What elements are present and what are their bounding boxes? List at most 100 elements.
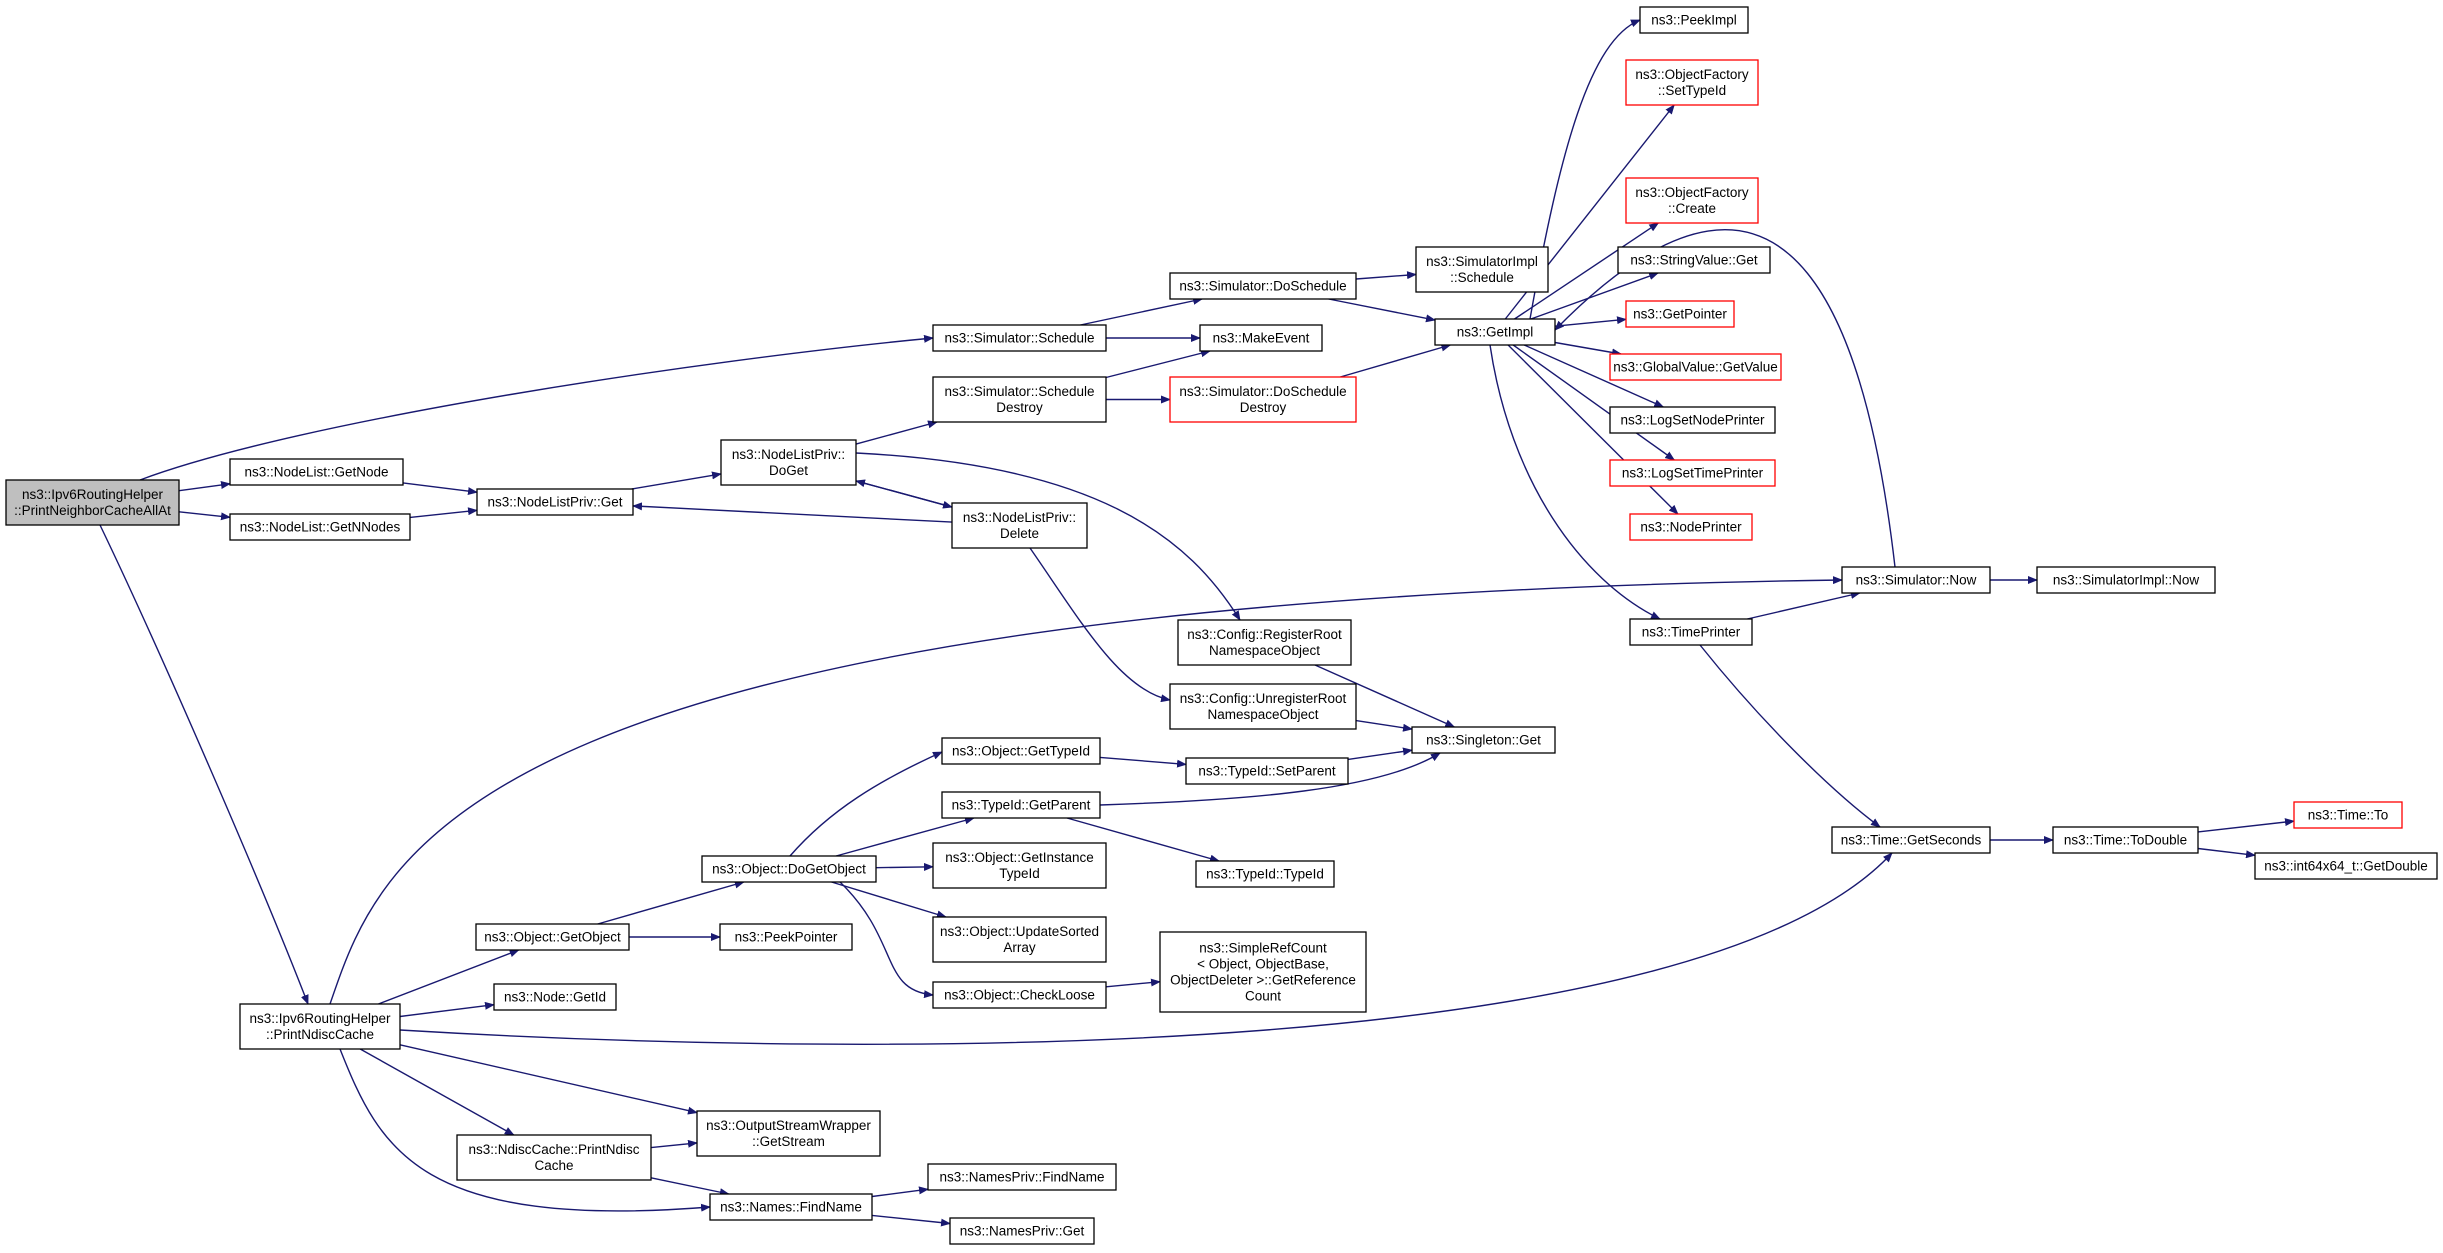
node-box[interactable] [1629, 618, 1753, 646]
node-root[interactable]: ns3::Ipv6RoutingHelper::PrintNeighborCac… [5, 479, 180, 526]
node-box[interactable] [2052, 826, 2199, 854]
node-timeGetSeconds[interactable]: ns3::Time::GetSeconds [1831, 826, 1991, 854]
node-makeEvent[interactable]: ns3::MakeEvent [1199, 324, 1323, 352]
node-box[interactable] [1609, 353, 1782, 381]
node-nodeGetId[interactable]: ns3::Node::GetId [493, 983, 617, 1011]
node-simpleRefCount[interactable]: ns3::SimpleRefCount< Object, ObjectBase,… [1159, 931, 1367, 1013]
node-box[interactable] [1841, 566, 1991, 594]
node-box[interactable] [1625, 300, 1735, 328]
node-box[interactable] [2254, 852, 2438, 880]
node-ofSetTypeId[interactable]: ns3::ObjectFactory::SetTypeId [1625, 59, 1759, 106]
node-typeIdGetParent[interactable]: ns3::TypeId::GetParent [941, 791, 1101, 819]
node-box[interactable] [1169, 376, 1357, 423]
node-box[interactable] [5, 479, 180, 526]
node-box[interactable] [932, 842, 1107, 889]
node-box[interactable] [1195, 860, 1335, 888]
node-box[interactable] [1159, 931, 1367, 1013]
node-timeToDouble[interactable]: ns3::Time::ToDouble [2052, 826, 2199, 854]
node-box[interactable] [932, 324, 1107, 352]
node-oswGetStream[interactable]: ns3::OutputStreamWrapper::GetStream [696, 1110, 881, 1157]
node-box[interactable] [1411, 726, 1556, 754]
node-npFindName[interactable]: ns3::NamesPriv::FindName [927, 1163, 1117, 1191]
node-box[interactable] [1609, 406, 1776, 434]
node-ofCreate[interactable]: ns3::ObjectFactory::Create [1625, 177, 1759, 224]
node-nlGetNNodes[interactable]: ns3::NodeList::GetNNodes [229, 513, 411, 541]
node-box[interactable] [932, 981, 1107, 1009]
node-getPointer[interactable]: ns3::GetPointer [1625, 300, 1735, 328]
node-box[interactable] [932, 376, 1107, 423]
node-gvGetValue[interactable]: ns3::GlobalValue::GetValue [1609, 353, 1782, 381]
node-int64GetDouble[interactable]: ns3::int64x64_t::GetDouble [2254, 852, 2438, 880]
node-box[interactable] [1639, 6, 1749, 34]
node-logSetTime[interactable]: ns3::LogSetTimePrinter [1609, 459, 1776, 487]
node-box[interactable] [719, 923, 853, 951]
node-box[interactable] [475, 923, 630, 951]
node-nlpDoGet[interactable]: ns3::NodeListPriv::DoGet [720, 439, 857, 486]
node-nlpGet[interactable]: ns3::NodeListPriv::Get [476, 488, 634, 516]
node-printNdisc[interactable]: ns3::Ipv6RoutingHelper::PrintNdiscCache [239, 1003, 401, 1050]
node-box[interactable] [1625, 59, 1759, 106]
node-timeTo[interactable]: ns3::Time::To [2293, 801, 2403, 829]
node-box[interactable] [1617, 246, 1771, 274]
node-box[interactable] [1169, 683, 1357, 730]
node-singletonGet[interactable]: ns3::Singleton::Get [1411, 726, 1556, 754]
node-cfgUnregister[interactable]: ns3::Config::UnregisterRootNamespaceObje… [1169, 683, 1357, 730]
node-peekPointer[interactable]: ns3::PeekPointer [719, 923, 853, 951]
node-box[interactable] [2293, 801, 2403, 829]
node-typeIdTypeId[interactable]: ns3::TypeId::TypeId [1195, 860, 1335, 888]
node-simDoSchedule[interactable]: ns3::Simulator::DoSchedule [1169, 272, 1357, 300]
node-simNow[interactable]: ns3::Simulator::Now [1841, 566, 1991, 594]
node-simImplSchedule[interactable]: ns3::SimulatorImpl::Schedule [1415, 246, 1549, 293]
node-box[interactable] [1169, 272, 1357, 300]
node-npGet[interactable]: ns3::NamesPriv::Get [949, 1217, 1095, 1245]
node-objCheckLoose[interactable]: ns3::Object::CheckLoose [932, 981, 1107, 1009]
node-simSchedule[interactable]: ns3::Simulator::Schedule [932, 324, 1107, 352]
node-box[interactable] [701, 855, 877, 883]
node-box[interactable] [927, 1163, 1117, 1191]
node-box[interactable] [932, 916, 1107, 963]
node-nlpDelete[interactable]: ns3::NodeListPriv::Delete [951, 502, 1088, 549]
node-box[interactable] [456, 1134, 652, 1181]
node-getImpl[interactable]: ns3::GetImpl [1434, 318, 1556, 346]
node-box[interactable] [720, 439, 857, 486]
node-box[interactable] [1831, 826, 1991, 854]
node-box[interactable] [1177, 619, 1352, 666]
node-box[interactable] [941, 791, 1101, 819]
node-nodePrinter[interactable]: ns3::NodePrinter [1629, 513, 1753, 541]
node-timePrinter[interactable]: ns3::TimePrinter [1629, 618, 1753, 646]
node-box[interactable] [709, 1193, 873, 1221]
node-box[interactable] [2036, 566, 2216, 594]
node-box[interactable] [229, 513, 411, 541]
node-box[interactable] [949, 1217, 1095, 1245]
node-box[interactable] [476, 488, 634, 516]
node-box[interactable] [493, 983, 617, 1011]
node-box[interactable] [1609, 459, 1776, 487]
node-namesFindName[interactable]: ns3::Names::FindName [709, 1193, 873, 1221]
node-nlGetNode[interactable]: ns3::NodeList::GetNode [229, 458, 404, 486]
node-objGetTypeId[interactable]: ns3::Object::GetTypeId [941, 737, 1101, 765]
node-box[interactable] [1185, 757, 1349, 785]
node-box[interactable] [1625, 177, 1759, 224]
node-objDoGetObject[interactable]: ns3::Object::DoGetObject [701, 855, 877, 883]
node-stringValueGet[interactable]: ns3::StringValue::Get [1617, 246, 1771, 274]
node-box[interactable] [941, 737, 1101, 765]
node-typeIdSetParent[interactable]: ns3::TypeId::SetParent [1185, 757, 1349, 785]
node-peekImpl[interactable]: ns3::PeekImpl [1639, 6, 1749, 34]
node-box[interactable] [1434, 318, 1556, 346]
node-objGetObject[interactable]: ns3::Object::GetObject [475, 923, 630, 951]
node-box[interactable] [696, 1110, 881, 1157]
node-box[interactable] [1199, 324, 1323, 352]
node-logSetNode[interactable]: ns3::LogSetNodePrinter [1609, 406, 1776, 434]
node-box[interactable] [1415, 246, 1549, 293]
node-simImplNow[interactable]: ns3::SimulatorImpl::Now [2036, 566, 2216, 594]
node-box[interactable] [239, 1003, 401, 1050]
node-box[interactable] [951, 502, 1088, 549]
node-ndiscPrint[interactable]: ns3::NdiscCache::PrintNdiscCache [456, 1134, 652, 1181]
node-box[interactable] [229, 458, 404, 486]
node-box[interactable] [1629, 513, 1753, 541]
